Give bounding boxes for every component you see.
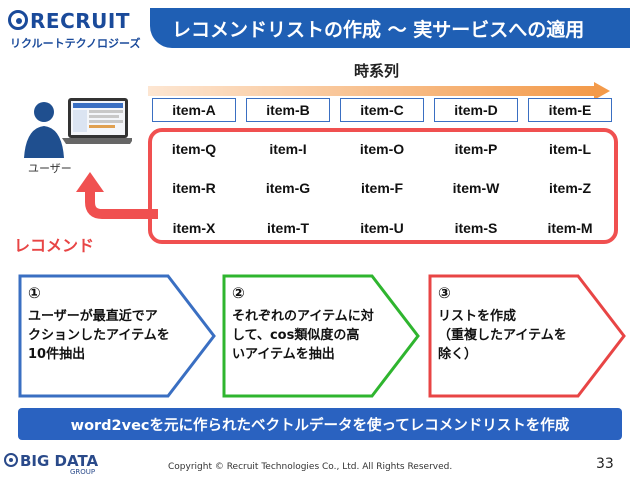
history-item: item-A <box>152 98 236 122</box>
step-1-chevron <box>18 274 216 398</box>
recommend-item: item-W <box>452 180 500 196</box>
big-data-logo-icon <box>4 453 18 467</box>
user-with-laptop-icon <box>24 98 132 158</box>
user-label: ユーザー <box>28 162 72 175</box>
recommend-item: item-P <box>454 141 498 157</box>
step-1-number: ① <box>28 284 41 302</box>
step-2-text: それぞれのアイテムに対して、cos類似度の高いアイテムを抽出 <box>232 309 374 362</box>
recommend-item: item-T <box>267 220 309 236</box>
page-number: 33 <box>596 456 614 472</box>
time-arrow-icon <box>148 82 610 100</box>
history-item: item-D <box>434 98 518 122</box>
recommend-list-box <box>148 128 618 244</box>
recommend-item: item-Z <box>549 180 591 196</box>
summary-bar: word2vecを元に作られたベクトルデータを使ってレコメンドリストを作成 <box>18 408 622 440</box>
recommend-label: レコメンド <box>14 236 95 255</box>
time-series-label: 時系列 <box>354 62 400 80</box>
slide-title: レコメンドリストの作成 ～ 実サービスへの適用 <box>150 8 630 48</box>
logo-text: RECRUIT <box>30 9 130 33</box>
recommend-item: item-U <box>360 220 404 236</box>
logo-mark-icon <box>8 10 28 30</box>
recruit-logo: RECRUIT リクルートテクノロジーズ <box>8 8 140 52</box>
recommend-item: item-Q <box>171 141 217 157</box>
logo-subtext: リクルートテクノロジーズ <box>10 37 141 50</box>
history-item: item-C <box>340 98 424 122</box>
copyright-text: Copyright © Recruit Technologies Co., Lt… <box>168 462 453 472</box>
history-item: item-E <box>528 98 612 122</box>
recommend-item: item-O <box>359 141 405 157</box>
step-2-chevron <box>222 274 420 398</box>
recommend-item: item-G <box>265 180 311 196</box>
recommend-item: item-F <box>361 180 403 196</box>
footer-logo-sub: GROUP <box>70 468 96 476</box>
footer-logo: BIG DATA <box>20 452 99 470</box>
recommend-item: item-I <box>269 141 307 157</box>
recommend-item: item-R <box>172 180 216 196</box>
step-3-chevron <box>428 274 626 398</box>
history-item: item-B <box>246 98 330 122</box>
recommend-item: item-L <box>549 141 591 157</box>
step-2-number: ② <box>232 284 245 302</box>
recommend-item: item-M <box>547 220 593 236</box>
step-3-text: リストを作成（重複したアイテムを除く） <box>438 309 567 362</box>
recommend-arrow-icon <box>76 172 158 219</box>
recommend-item: item-S <box>454 220 498 236</box>
step-3-number: ③ <box>438 284 451 302</box>
recommend-item: item-X <box>172 220 216 236</box>
